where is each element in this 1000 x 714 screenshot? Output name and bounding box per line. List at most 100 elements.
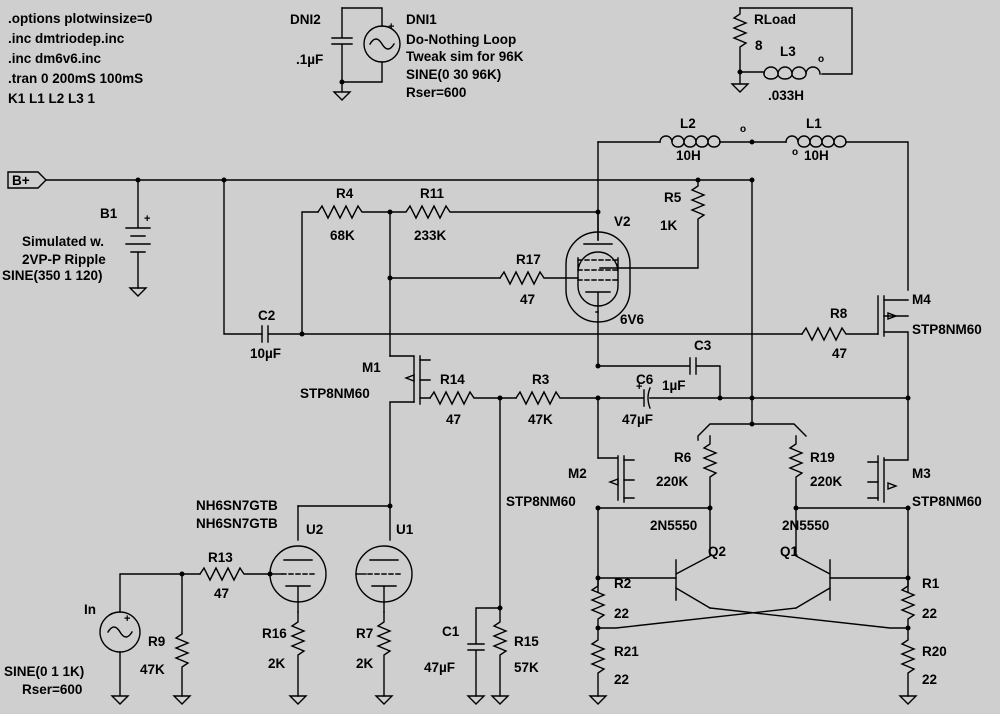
- r2-ref: R2: [614, 576, 631, 591]
- cross-coupling: [597, 607, 909, 629]
- m1-section: M1 STP8NM60 R14 47 R3 47K: [300, 355, 601, 609]
- directive-inc-6v6: .inc dm6v6.inc: [8, 51, 102, 66]
- m4-ref: M4: [912, 292, 931, 307]
- input-section: + R13 47 In SINE(0 1 1K) Rser=600 R9 47K: [4, 550, 271, 705]
- emitter-resistors-left: R2 22 R21 22: [588, 576, 639, 705]
- q1-value: 2N5550: [782, 518, 829, 533]
- r11-value: 233K: [414, 228, 447, 243]
- r4-ref: R4: [336, 186, 354, 201]
- r15-ref: R15: [514, 634, 539, 649]
- svg-text:o: o: [792, 147, 798, 158]
- u2-triode: NH6SN7GTB U2 R16 2K: [196, 498, 393, 705]
- l2-ref: L2: [680, 116, 696, 131]
- dni1-ref: DNI1: [406, 12, 437, 27]
- svg-text:+: +: [388, 21, 394, 33]
- r9-ref: R9: [148, 634, 165, 649]
- c3-ref: C3: [694, 338, 712, 353]
- r1-value: 22: [922, 606, 937, 621]
- bias-resistors: R6 220K R19 220K: [656, 423, 843, 511]
- l1-value: 10H: [804, 148, 829, 163]
- svg-text:o: o: [818, 54, 824, 65]
- m2-value: STP8NM60: [506, 494, 576, 509]
- r20-ref: R20: [922, 644, 947, 659]
- l3-value: .033H: [768, 88, 804, 103]
- directive-tran: .tran 0 200mS 100mS: [8, 71, 143, 86]
- r21-value: 22: [614, 672, 629, 687]
- c6-value: 47µF: [622, 412, 653, 427]
- r9-value: 47K: [140, 662, 165, 677]
- r6-ref: R6: [674, 450, 692, 465]
- r17-ref: R17: [516, 252, 541, 267]
- v2-value: 6V6: [620, 312, 645, 327]
- v2-ref: V2: [614, 214, 631, 229]
- b1-line2: 2VP-P Ripple: [22, 252, 106, 267]
- l3-ref: L3: [780, 44, 796, 59]
- r13-ref: R13: [208, 550, 233, 565]
- v2-pentode: V2 6V6 R17 47: [389, 141, 645, 367]
- r3-value: 47K: [528, 412, 553, 427]
- r7-value: 2K: [356, 656, 374, 671]
- r16-value: 2K: [268, 656, 286, 671]
- output-transformer: o o L2 10H L1 10H: [597, 116, 909, 291]
- svg-text:o: o: [740, 124, 746, 135]
- u1-ref: U1: [396, 522, 414, 537]
- q1-transistor: 2N5550 Q1: [780, 507, 911, 609]
- spice-directives: .options plotwinsize=0 .inc dmtriodep.in…: [8, 11, 152, 106]
- bplus-label: B+: [12, 173, 30, 188]
- r7-ref: R7: [356, 626, 373, 641]
- m4-value: STP8NM60: [912, 322, 982, 337]
- dni1-line1: Do-Nothing Loop: [406, 32, 516, 47]
- dni-loop: + DNI2 .1µF DNI1 Do-Nothing Loop Tweak s…: [290, 7, 524, 101]
- r20-value: 22: [922, 672, 937, 687]
- load-section: o RLoad 8 L3 .033H: [730, 7, 853, 103]
- c1-ref: C1: [442, 624, 460, 639]
- in-line1: SINE(0 1 1K): [4, 664, 84, 679]
- dni1-line2: Tweak sim for 96K: [406, 49, 524, 64]
- q2-transistor: 2N5550 Q2: [595, 507, 726, 609]
- q1-ref: Q1: [780, 544, 799, 559]
- r13-value: 47: [214, 586, 229, 601]
- l2-value: 10H: [676, 148, 701, 163]
- r4-value: 68K: [330, 228, 355, 243]
- u2-ref: U2: [306, 522, 323, 537]
- cathode-bypass: + C3 1µF C6 47µF: [595, 179, 911, 459]
- rload-ref: RLoad: [754, 12, 796, 27]
- c2-value: 10µF: [250, 346, 281, 361]
- v2-screen-network: R4 68K R11 233K R5 1K: [301, 179, 706, 357]
- dni2-ref: DNI2: [290, 12, 321, 27]
- c6-ref: C6: [636, 372, 654, 387]
- r5-value: 1K: [660, 218, 678, 233]
- r16-ref: R16: [262, 626, 287, 641]
- in-line2: Rser=600: [22, 682, 82, 697]
- dni2-value: .1µF: [296, 52, 323, 67]
- bplus-rail: B+ + B1 Simulated w. 2VP-P Ripple SINE(3…: [2, 171, 755, 297]
- r3-ref: R3: [532, 372, 550, 387]
- svg-text:+: +: [124, 613, 130, 625]
- svg-text:+: +: [144, 213, 150, 225]
- dni1-line4: Rser=600: [406, 85, 466, 100]
- b1-ref: B1: [100, 206, 118, 221]
- r5-ref: R5: [664, 190, 682, 205]
- bias-line: C2 10µF R8 47: [223, 179, 879, 361]
- directive-coupling: K1 L1 L2 L3 1: [8, 91, 96, 106]
- m4-mosfet: M4 STP8NM60: [877, 292, 982, 397]
- r14-value: 47: [446, 412, 461, 427]
- m1-value: STP8NM60: [300, 386, 370, 401]
- r6-value: 220K: [656, 474, 689, 489]
- r8-ref: R8: [830, 306, 848, 321]
- m3-ref: M3: [912, 466, 931, 481]
- r1-ref: R1: [922, 576, 940, 591]
- q2-ref: Q2: [708, 544, 726, 559]
- c3-value: 1µF: [662, 378, 686, 393]
- r15-value: 57K: [514, 660, 539, 675]
- u1-value: NH6SN7GTB: [196, 516, 278, 531]
- u1-triode: NH6SN7GTB U1 R7 2K: [196, 505, 414, 705]
- b1-line1: Simulated w.: [22, 234, 104, 249]
- r14-ref: R14: [440, 372, 465, 387]
- l1-ref: L1: [806, 116, 822, 131]
- r8-value: 47: [832, 346, 847, 361]
- q2-value: 2N5550: [650, 518, 697, 533]
- directive-inc-triode: .inc dmtriodep.inc: [8, 31, 125, 46]
- c2-ref: C2: [258, 308, 275, 323]
